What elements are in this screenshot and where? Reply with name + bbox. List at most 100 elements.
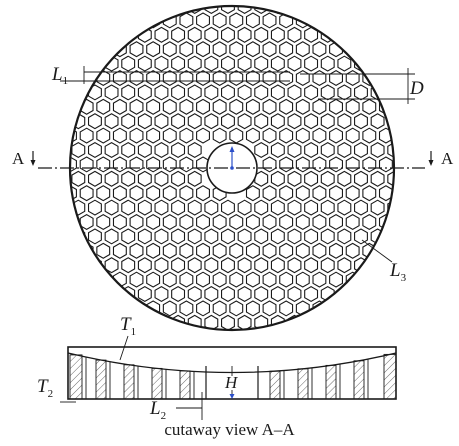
honeycomb-cell <box>245 98 260 115</box>
honeycomb-cell <box>137 285 152 303</box>
honeycomb-cell <box>146 185 161 202</box>
honeycomb-cell <box>187 199 202 216</box>
honeycomb-cell <box>320 113 335 130</box>
honeycomb-cell <box>304 55 319 72</box>
honeycomb-cell <box>146 41 161 58</box>
honeycomb-cell <box>362 127 377 144</box>
honeycomb-cell <box>79 69 94 87</box>
honeycomb-cell <box>87 113 102 130</box>
honeycomb-cell <box>362 156 377 173</box>
honeycomb-cell <box>212 12 227 29</box>
honeycomb-cell <box>221 199 235 216</box>
honeycomb-cell <box>370 199 385 216</box>
honeycomb-cell <box>171 113 186 130</box>
honeycomb-cell <box>237 257 252 274</box>
honeycomb-cell <box>237 6 252 15</box>
honeycomb-cell <box>304 170 319 187</box>
honeycomb-cell <box>187 84 202 101</box>
honeycomb-cell <box>204 199 219 216</box>
honeycomb-cell <box>221 84 235 101</box>
honeycomb-cell <box>179 271 194 288</box>
honeycomb-cell <box>279 242 294 259</box>
honeycomb-cell <box>71 141 86 159</box>
honeycomb-cell <box>96 185 111 202</box>
honeycomb-cell <box>237 199 252 216</box>
honeycomb-cell <box>337 141 352 159</box>
honeycomb-cell <box>121 113 136 130</box>
honeycomb-cell <box>279 185 294 202</box>
honeycomb-cell <box>287 55 302 72</box>
honeycomb-cell <box>112 156 127 173</box>
honeycomb-cell <box>345 127 360 144</box>
honeycomb-cell <box>345 98 360 115</box>
honeycomb-cell <box>337 228 352 245</box>
honeycomb-cell <box>212 213 227 231</box>
honeycomb-cell <box>121 55 136 72</box>
honeycomb-cell <box>171 6 186 15</box>
label-section-a-left: A <box>12 149 25 168</box>
honeycomb-cell <box>270 257 285 274</box>
honeycomb-cell <box>304 199 319 216</box>
honeycomb-cell <box>312 156 327 173</box>
honeycomb-cell <box>254 6 269 15</box>
honeycomb-cell <box>87 141 102 159</box>
honeycomb-cell <box>254 199 269 216</box>
honeycomb-cell <box>87 84 102 101</box>
honeycomb-cell <box>212 300 227 317</box>
honeycomb-cell <box>320 257 335 274</box>
honeycomb-cell <box>229 242 244 259</box>
honeycomb-cell <box>329 127 344 144</box>
honeycomb-cell <box>146 127 161 144</box>
honeycomb-cell <box>362 185 377 202</box>
honeycomb-cell <box>245 329 260 330</box>
honeycomb-cell <box>295 69 310 87</box>
honeycomb-cell <box>287 84 302 101</box>
honeycomb-cell <box>70 213 77 231</box>
honeycomb-cell <box>262 242 277 259</box>
honeycomb-cell <box>212 41 227 58</box>
honeycomb-cell <box>320 84 335 101</box>
honeycomb-cell <box>221 55 235 72</box>
honeycomb-cell <box>112 242 127 259</box>
rib-section <box>179 370 191 400</box>
honeycomb-cell <box>254 257 269 274</box>
honeycomb-cell <box>196 127 210 144</box>
honeycomb-cell <box>262 213 277 231</box>
rib-section <box>325 364 337 400</box>
honeycomb-cell <box>104 141 119 159</box>
honeycomb-cell <box>221 257 235 274</box>
rib-section <box>151 367 163 400</box>
label-l3: L3 <box>389 260 407 284</box>
honeycomb-cell <box>320 170 335 187</box>
honeycomb-cell <box>146 69 161 87</box>
honeycomb-cell <box>245 41 260 58</box>
section-arrow-left <box>30 151 36 166</box>
honeycomb-cell <box>179 213 194 231</box>
honeycomb-cell <box>245 185 260 202</box>
honeycomb-cell <box>71 170 86 187</box>
honeycomb-cell <box>345 156 360 173</box>
honeycomb-cell <box>287 228 302 245</box>
honeycomb-cell <box>196 271 210 288</box>
honeycomb-cell <box>279 300 294 317</box>
honeycomb-cell <box>337 257 352 274</box>
honeycomb-cell <box>129 271 144 288</box>
honeycomb-cell <box>171 257 186 274</box>
honeycomb-cell <box>295 213 310 231</box>
rib-section <box>297 368 309 400</box>
label-h: H <box>224 373 239 392</box>
honeycomb-cell <box>171 199 186 216</box>
honeycomb-cell <box>137 199 152 216</box>
honeycomb-cell <box>370 170 385 187</box>
honeycomb-cell <box>212 242 227 259</box>
honeycomb-cell <box>171 285 186 303</box>
honeycomb-cell <box>254 113 269 130</box>
honeycomb-cell <box>87 228 102 245</box>
honeycomb-cell <box>237 228 252 245</box>
honeycomb-cell <box>87 170 102 187</box>
honeycomb-cell <box>204 26 219 43</box>
honeycomb-cell <box>121 228 136 245</box>
honeycomb-cell <box>229 213 244 231</box>
honeycomb-cell <box>154 26 169 43</box>
label-l1: L1 <box>51 64 68 87</box>
